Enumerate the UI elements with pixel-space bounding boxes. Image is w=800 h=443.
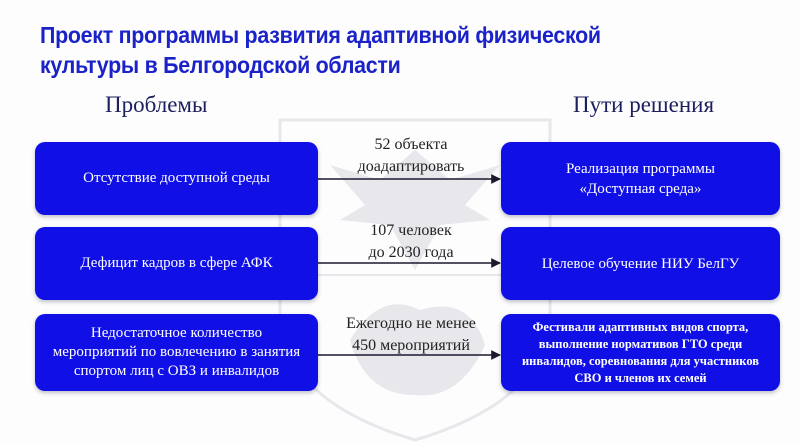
solution-text: Фестивали адаптивных видов спорта, выпол… xyxy=(521,319,760,385)
solution-box: Фестивали адаптивных видов спорта, выпол… xyxy=(501,314,780,391)
arrow-label: Ежегодно не менее 450 мероприятий xyxy=(346,315,476,354)
column-header-solutions: Пути решения xyxy=(573,92,715,117)
problem-box: Недостаточное количество мероприятий по … xyxy=(35,314,318,391)
problem-text: Отсутствие доступной среды xyxy=(83,170,270,186)
solution-text: Целевое обучение НИУ БелГУ xyxy=(541,255,740,272)
solution-text: Реализация программы «Доступная среда» xyxy=(566,160,715,197)
column-header-problems: Проблемы xyxy=(105,92,208,117)
problem-text: Дефицит кадров в сфере АФК xyxy=(80,255,273,271)
arrow-label: 107 человек до 2030 года xyxy=(368,222,454,261)
arrow-label: 52 объекта доадаптировать xyxy=(357,136,465,175)
problem-text: Недостаточное количество мероприятий по … xyxy=(52,325,301,379)
page-title: Проект программы развития адаптивной физ… xyxy=(40,22,601,78)
solution-box: Целевое обучение НИУ БелГУ xyxy=(501,227,780,300)
problem-box: Отсутствие доступной среды xyxy=(35,142,318,215)
solution-box: Реализация программы «Доступная среда» xyxy=(501,142,780,215)
problem-box: Дефицит кадров в сфере АФК xyxy=(35,227,318,300)
